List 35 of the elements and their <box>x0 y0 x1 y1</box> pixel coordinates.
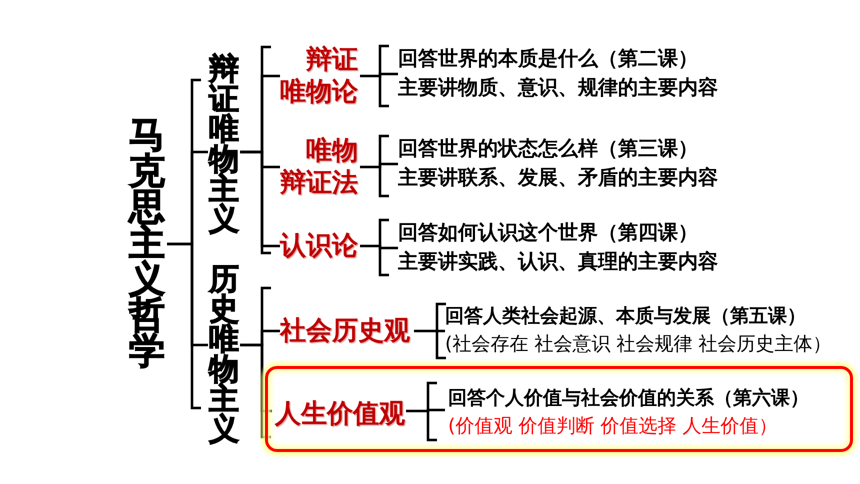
bracket-connector <box>190 78 201 410</box>
subtopic-label: 社会历史观 <box>280 313 414 349</box>
subtopic-label: 辩证唯物论 <box>280 44 360 108</box>
description-line: 回答世界的状态怎么样（第三课） <box>398 135 699 162</box>
bracket-connector <box>378 44 389 108</box>
bracket-connector <box>260 46 271 254</box>
branch-label: 历史唯物主义 <box>208 265 240 445</box>
bracket-connector <box>378 218 389 276</box>
subtopic-label: 唯物辩证法 <box>280 135 360 199</box>
bracket-connector <box>240 150 280 248</box>
bracket-connector <box>167 242 208 346</box>
description-line: (社会存在 社会意识 社会规律 社会历史主体） <box>445 332 833 357</box>
description-line: 主要讲联系、发展、矛盾的主要内容 <box>398 164 719 191</box>
bracket-connector <box>414 330 445 332</box>
description-line: 回答人类社会起源、本质与发展（第五课） <box>445 304 807 329</box>
bracket-connector <box>378 134 389 198</box>
highlight-frame <box>265 366 853 452</box>
description-line: 回答个人价值与社会价值的关系（第六课） <box>448 386 810 411</box>
bracket-connector <box>360 72 398 78</box>
bracket-connector <box>406 408 445 412</box>
description-line: 回答世界的本质是什么（第二课） <box>398 45 699 72</box>
bracket-connector <box>260 286 271 438</box>
branch-label: 辩证唯物主义 <box>208 55 240 235</box>
subtopic-label: 人生价值观 <box>275 396 409 432</box>
description-line: 主要讲物质、意识、规律的主要内容 <box>398 74 719 101</box>
bracket-connector <box>426 382 437 442</box>
description-line: (价值观 价值判断 价值选择 人生价值） <box>448 414 779 439</box>
description-line: 主要讲实践、认识、真理的主要内容 <box>398 248 719 275</box>
topic-label: 马克思主义哲学 <box>127 118 167 370</box>
description-line: 回答如何认识这个世界（第四课） <box>398 219 699 246</box>
bracket-connector <box>360 244 398 250</box>
bracket-connector <box>360 162 398 168</box>
bracket-connector <box>436 302 446 360</box>
subtopic-label: 认识论 <box>280 228 360 264</box>
bracket-connector <box>240 344 272 412</box>
